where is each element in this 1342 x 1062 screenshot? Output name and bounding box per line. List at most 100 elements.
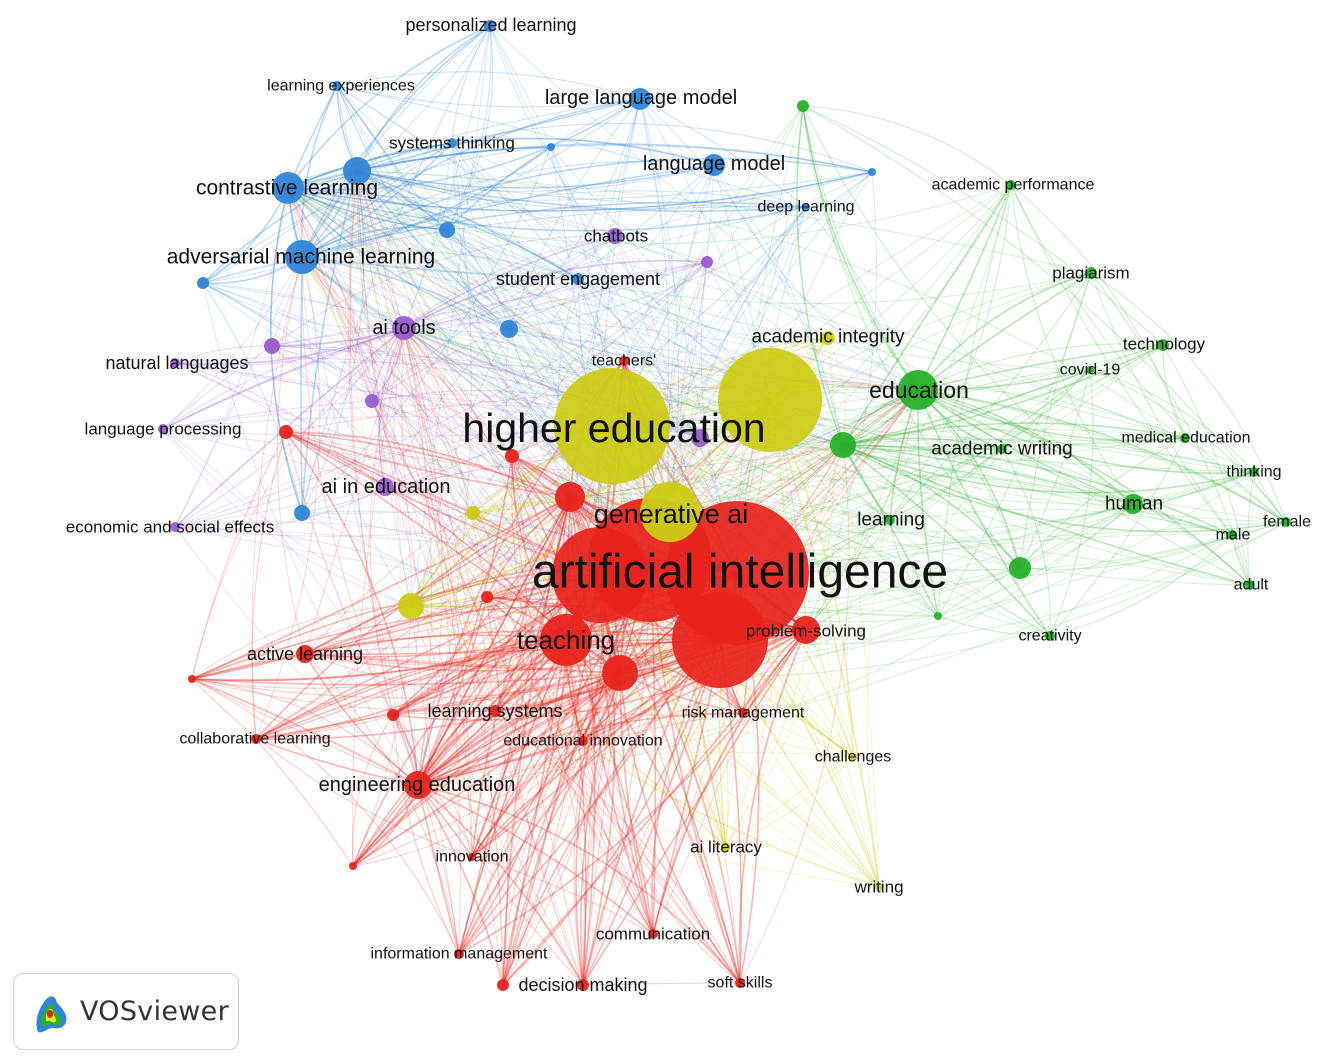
label-collaborative-learning[interactable]: collaborative learning xyxy=(179,731,330,748)
node-academic-performance[interactable] xyxy=(1006,180,1016,190)
node-learning-systems[interactable] xyxy=(489,705,501,717)
label-challenges[interactable]: challenges xyxy=(815,749,892,766)
label-ai-tools[interactable]: ai tools xyxy=(372,317,435,339)
node-adversarial-machine-learning[interactable] xyxy=(285,240,319,274)
node-medical-education[interactable] xyxy=(1180,433,1190,443)
label-human[interactable]: human xyxy=(1105,494,1163,515)
label-plagiarism[interactable]: plagiarism xyxy=(1052,264,1129,283)
label-academic-performance[interactable]: academic performance xyxy=(932,177,1095,194)
label-natural-languages[interactable]: natural languages xyxy=(105,353,248,373)
label-covid-19[interactable]: covid-19 xyxy=(1060,362,1121,379)
node-learning-experiences[interactable] xyxy=(332,81,342,91)
label-learning-experiences[interactable]: learning experiences xyxy=(267,78,415,95)
node-innovation[interactable] xyxy=(468,853,476,861)
node-language-processing[interactable] xyxy=(158,424,168,434)
label-large-language-model[interactable]: large language model xyxy=(545,87,737,109)
node-engineering-education[interactable] xyxy=(404,771,432,799)
label-personalized-learning[interactable]: personalized learning xyxy=(405,15,576,35)
node-deep-learning[interactable] xyxy=(802,203,810,211)
node-teaching[interactable] xyxy=(540,614,592,666)
label-deep-learning[interactable]: deep learning xyxy=(758,199,855,216)
node-educational-innovation[interactable] xyxy=(578,736,588,746)
node-human[interactable] xyxy=(1123,494,1143,514)
node-generative-ai[interactable] xyxy=(640,482,700,542)
node-ai-literacy[interactable] xyxy=(722,843,730,851)
label-creativity[interactable]: creativity xyxy=(1018,628,1081,645)
node-economic-and-social-effects[interactable] xyxy=(170,522,180,532)
label-adult[interactable]: adult xyxy=(1234,577,1269,594)
node-thinking[interactable] xyxy=(1249,467,1259,477)
node-decision-making[interactable] xyxy=(577,979,589,991)
label-educational-innovation[interactable]: educational innovation xyxy=(503,733,662,750)
node-challenges[interactable] xyxy=(849,753,857,761)
label-higher-education[interactable]: higher education xyxy=(462,405,765,451)
label-active-learning[interactable]: active learning xyxy=(247,644,363,664)
node-adult[interactable] xyxy=(1245,580,1255,590)
label-learning[interactable]: learning xyxy=(857,510,925,531)
label-education[interactable]: education xyxy=(869,377,969,403)
label-academic-writing[interactable]: academic writing xyxy=(931,439,1073,460)
label-communication[interactable]: communication xyxy=(596,925,710,944)
node-problem-solving[interactable] xyxy=(792,616,820,644)
label-male[interactable]: male xyxy=(1216,527,1251,544)
label-thinking[interactable]: thinking xyxy=(1226,464,1281,481)
label-systems-thinking[interactable]: systems thinking xyxy=(389,134,515,153)
label-teaching[interactable]: teaching xyxy=(517,625,615,655)
node-learning[interactable] xyxy=(885,515,895,525)
node-information-management[interactable] xyxy=(454,949,464,959)
label-innovation[interactable]: innovation xyxy=(436,849,509,866)
node-active-learning[interactable] xyxy=(296,645,314,663)
node-communication[interactable] xyxy=(648,929,658,939)
node-academic-integrity[interactable] xyxy=(821,331,835,345)
label-engineering-education[interactable]: engineering education xyxy=(319,774,516,796)
node-chatbots[interactable] xyxy=(607,228,623,244)
label-medical-education[interactable]: medical education xyxy=(1122,430,1251,447)
label-ai-in-education[interactable]: ai in education xyxy=(322,476,451,498)
label-chatbots[interactable]: chatbots xyxy=(584,227,648,246)
label-artificial-intelligence[interactable]: artificial intelligence xyxy=(532,546,948,599)
node-male[interactable] xyxy=(1227,530,1237,540)
label-problem-solving[interactable]: problem-solving xyxy=(746,622,866,641)
label-economic-and-social-effects[interactable]: economic and social effects xyxy=(66,518,275,537)
node-systems-thinking[interactable] xyxy=(447,138,457,148)
label-generative-ai[interactable]: generative ai xyxy=(594,499,749,529)
node-academic-writing[interactable] xyxy=(997,444,1007,454)
label-ai-literacy[interactable]: ai literacy xyxy=(690,838,762,857)
node-ai-tools[interactable] xyxy=(392,316,416,340)
node-writing[interactable] xyxy=(875,883,883,891)
node-female[interactable] xyxy=(1281,517,1291,527)
label-risk-management[interactable]: risk management xyxy=(682,705,805,722)
node-education[interactable] xyxy=(898,370,938,410)
node-soft-skills[interactable] xyxy=(735,978,745,988)
label-contrastive-learning[interactable]: contrastive learning xyxy=(196,177,378,200)
label-learning-systems[interactable]: learning systems xyxy=(427,701,562,721)
node-creativity[interactable] xyxy=(1045,631,1055,641)
node-higher-education[interactable] xyxy=(554,368,670,484)
label-writing[interactable]: writing xyxy=(853,878,903,897)
node-contrastive-learning[interactable] xyxy=(272,172,304,204)
node-large-language-model[interactable] xyxy=(629,88,651,110)
node-ai-in-education[interactable] xyxy=(376,478,394,496)
label-student-engagement[interactable]: student engagement xyxy=(496,269,660,289)
node-student-engagement[interactable] xyxy=(572,273,584,285)
label-soft-skills[interactable]: soft skills xyxy=(708,975,773,992)
node-covid-19[interactable] xyxy=(1086,366,1094,374)
label-decision-making[interactable]: decision making xyxy=(518,975,647,995)
label-academic-integrity[interactable]: academic integrity xyxy=(751,327,905,348)
node-language-model[interactable] xyxy=(703,154,725,176)
node-teachers[interactable] xyxy=(619,356,629,366)
label-language-model[interactable]: language model xyxy=(643,153,785,175)
vosviewer-badge[interactable]: VOSviewer xyxy=(13,973,239,1050)
label-adversarial-machine-learning[interactable]: adversarial machine learning xyxy=(167,246,435,269)
label-information-management[interactable]: information management xyxy=(371,946,549,963)
node-personalized-learning[interactable] xyxy=(484,20,496,32)
node-natural-languages[interactable] xyxy=(170,358,180,368)
label-female[interactable]: female xyxy=(1263,514,1311,531)
node-technology[interactable] xyxy=(1157,339,1169,351)
label-teachers[interactable]: teachers' xyxy=(592,353,656,370)
label-technology[interactable]: technology xyxy=(1123,335,1206,354)
node-plagiarism[interactable] xyxy=(1085,267,1097,279)
node-collaborative-learning[interactable] xyxy=(251,734,261,744)
node-risk-management[interactable] xyxy=(738,708,748,718)
